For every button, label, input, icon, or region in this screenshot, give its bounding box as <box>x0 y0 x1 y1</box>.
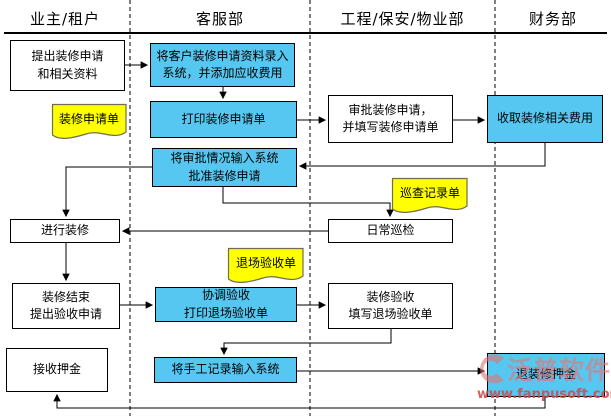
note-application-form: 装修申请单 <box>51 103 127 139</box>
connector-refund-to-receivedeposit <box>53 393 546 409</box>
lane-header-customer-service: 客服部 <box>130 5 310 31</box>
node-submit-application: 提出装修申请 和相关资料 <box>10 40 125 91</box>
node-refund-deposit: 退装修押金 <box>487 353 605 397</box>
connector-enterapproval-to-decoration <box>62 166 152 218</box>
connector-enterapproval-to-inspection <box>222 187 394 218</box>
node-do-decoration: 进行装修 <box>10 219 120 243</box>
connector-check-to-manualrecords <box>220 329 392 356</box>
node-daily-inspection: 日常巡检 <box>328 219 453 243</box>
lane-header-label: 客服部 <box>195 9 244 28</box>
node-receive-deposit: 接收押金 <box>6 348 108 392</box>
lane-header-owner-tenant: 业主/租户 <box>0 5 130 31</box>
note-shape <box>391 177 468 213</box>
note-inspection-record: 巡查记录单 <box>391 177 468 213</box>
note-exit-acceptance-form: 退场验收单 <box>227 247 304 283</box>
note-label: 装修申请单 <box>59 111 119 126</box>
node-enter-manual-records: 将手工记录输入系统 <box>154 357 297 383</box>
node-finish-decoration: 装修结束 提出验收申请 <box>12 283 120 329</box>
node-coordinate-acceptance: 协调验收 打印退场验收单 <box>155 287 297 322</box>
note-label: 巡查记录单 <box>400 186 460 200</box>
node-approve-application: 审批装修申请， 并填写装修申请单 <box>328 95 453 143</box>
lane-header-label: 业主/租户 <box>29 9 101 28</box>
lane-header-engineering-security-property: 工程/保安/物业部 <box>310 5 495 31</box>
node-print-application: 打印装修申请单 <box>150 101 297 138</box>
note-shape <box>51 103 127 139</box>
node-enter-approval: 将审批情况输入系统 批准装修申请 <box>152 148 297 187</box>
node-enter-info: 将客户装修申请资料录入 系统，并添加应收费用 <box>150 43 295 87</box>
lane-header-label: 工程/保安/物业部 <box>340 9 465 28</box>
lane-header-label: 财务部 <box>528 9 577 28</box>
note-shape <box>227 247 304 283</box>
node-acceptance-check: 装修验收 填写退场验收单 <box>328 283 453 329</box>
note-label: 退场验收单 <box>236 255 296 270</box>
connector-collectfees-to-enterapproval <box>298 143 546 170</box>
lane-header-finance: 财务部 <box>495 5 611 31</box>
node-collect-fees: 收取装修相关费用 <box>487 95 603 143</box>
